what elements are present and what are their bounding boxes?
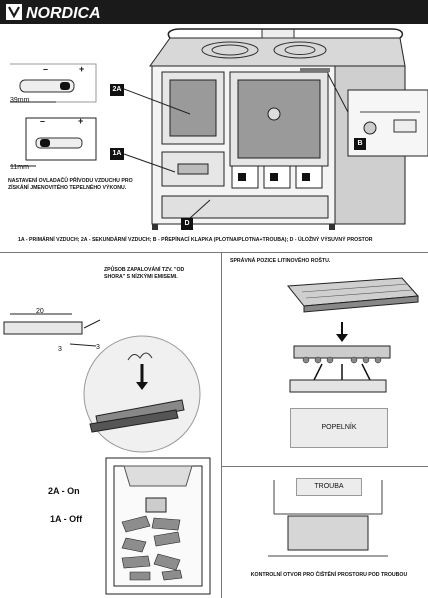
label-2a-on: 2A - On [48,486,80,496]
dim-3a: 3 [58,346,62,353]
minus-sign-1: – [43,64,49,74]
grate-title: SPRÁVNÁ POZICE LITINOVÉHO ROŠTU. [230,258,331,264]
label-2a: 2A [110,84,124,96]
log-dimension-drawing [3,313,101,347]
label-d: D [181,218,193,230]
dim-3b: 3 [96,344,100,351]
plus-sign-1: + [79,64,85,74]
top-caption: 1A - PRIMÁRNÍ VZDUCH; 2A - SEKUNDÁRNÍ VZ… [18,237,373,243]
divider-top [0,252,428,253]
nordica-logo: NORDICA [6,4,101,22]
divider-right [221,466,428,467]
label-1a-off: 1A - Off [50,514,83,524]
divider-vertical [221,253,222,598]
stove-illustration [10,28,428,230]
measure-11mm: 11mm [10,164,29,171]
page-header: NORDICA [0,0,428,24]
logo-text: NORDICA [26,5,101,22]
ash-tray-drawing [289,379,387,393]
firebox-drawing [105,457,211,595]
measure-39mm: 39mm [10,97,30,104]
label-b: B [354,138,366,150]
ignition-title: ZPŮSOB ZAPALOVÁNÍ TZV. "OD SHORA" S NÍZK… [104,267,185,280]
oven-inspection-caption: KONTROLNÍ OTVOR PRO ČIŠTĚNÍ PROSTORU POD… [250,572,408,578]
label-1a: 1A [110,148,124,160]
minus-sign-2: – [40,116,46,126]
air-settings-note: NASTAVENÍ OVLADAČŮ PŘÍVODU VZDUCHU PRO Z… [8,178,133,191]
ash-pan-label: POPELNÍK [290,408,388,448]
dim-20: 20 [36,308,44,315]
grate-drawing [287,277,420,381]
plus-sign-2: + [78,116,84,126]
oven-label: TROUBA [296,478,362,496]
ignition-circle-detail [83,335,201,453]
oven-bottom-drawing [268,480,388,557]
